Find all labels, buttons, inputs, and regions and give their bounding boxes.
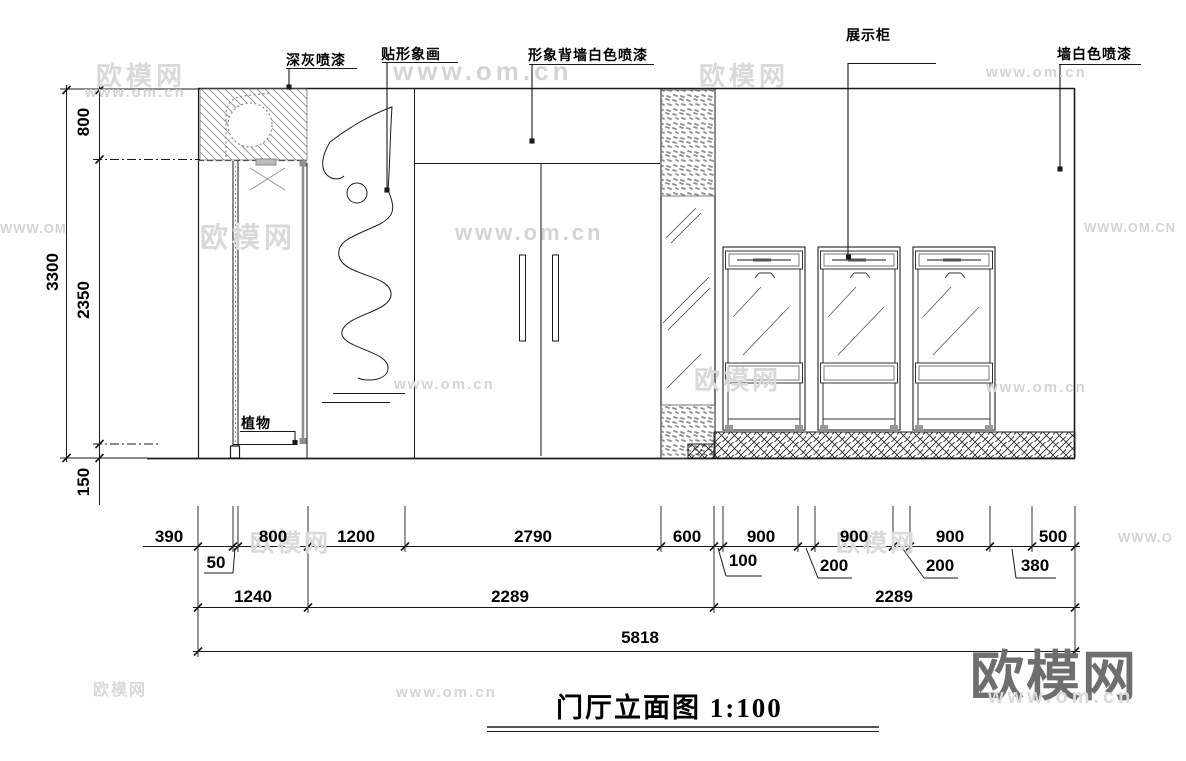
site-logo: 欧模网 [970, 647, 1138, 707]
watermark-brand: 欧模网 [96, 61, 187, 91]
dim-row1: 380 [1020, 556, 1050, 575]
watermark-url-caps: WWW.OM.CN [1084, 220, 1177, 235]
watermark-url: www.om.cn [85, 84, 186, 101]
dim-vertical: 800 [74, 107, 93, 137]
callout-image-painting: 贴形象画 [381, 46, 441, 62]
watermark-url: www.om.cn [393, 56, 573, 86]
callout-plant: 植物 [241, 415, 271, 431]
watermark-brand: 欧模网 [93, 682, 148, 699]
watermark-brand: 欧模网 [836, 530, 917, 557]
watermark-brand: 欧模网 [200, 222, 297, 253]
dim-row1: 200 [925, 556, 955, 575]
watermark-url-caps: WWW.OM [0, 221, 67, 236]
watermark-url: www.om.cn [455, 220, 604, 245]
image-painting-art [322, 106, 405, 403]
watermark-url: www.om.cn [986, 64, 1087, 81]
left-frame-strip [229, 161, 296, 459]
title-underline [487, 726, 879, 732]
downlight-symbol [249, 158, 286, 191]
dim-row1: 1200 [337, 527, 375, 546]
dim-row2: 2289 [875, 587, 913, 606]
watermark-brand: 欧模网 [694, 365, 782, 395]
bottom-dimension-chains [143, 506, 1080, 657]
dim-row1: 900 [935, 527, 965, 546]
dim-row1: 500 [1038, 527, 1068, 546]
bulkhead-hatch [198, 88, 308, 162]
watermark-url-caps: WWW.O [1118, 530, 1173, 545]
floor-plinth [687, 431, 1076, 459]
site-logo-url: www.om.cn [988, 686, 1135, 708]
dim-vertical-overall: 3300 [43, 253, 62, 291]
dim-row1: 100 [728, 551, 758, 570]
watermark-url: www.om.cn [986, 379, 1087, 396]
drawing-title: 门厅立面图 1:100 [556, 693, 783, 723]
dim-row1: 50 [206, 553, 226, 572]
callout-wall-white-paint: 墙白色喷漆 [1057, 46, 1132, 62]
dim-row1: 200 [819, 556, 849, 575]
display-cabinet [816, 245, 902, 432]
callout-display-cabinet: 展示柜 [846, 27, 891, 43]
left-dimension-chain [60, 85, 200, 505]
watermark-url: www.om.cn [394, 376, 495, 393]
watermark-brand: 欧模网 [699, 61, 790, 91]
textured-column [660, 88, 716, 459]
dim-row1: 900 [839, 527, 869, 546]
dim-row1: 900 [746, 527, 776, 546]
dim-overall-width: 5818 [621, 628, 659, 647]
dim-vertical: 150 [74, 467, 93, 497]
watermark-brand: 欧模网 [250, 530, 331, 557]
dim-row1: 2790 [514, 527, 552, 546]
dim-row1: 800 [258, 527, 288, 546]
dim-row1: 600 [672, 527, 702, 546]
callout-dark-gray-paint: 深灰喷漆 [286, 52, 346, 68]
watermark-url: www.om.cn [396, 684, 497, 701]
dim-row2: 2289 [491, 587, 529, 606]
entrance-door [415, 163, 660, 456]
callout-leaders [240, 61, 1141, 446]
dim-row1: 390 [154, 527, 184, 546]
dim-vertical: 2350 [74, 281, 93, 319]
callout-image-back-wall: 形象背墙白色喷漆 [528, 47, 648, 63]
display-cabinet [911, 245, 997, 432]
display-cabinets [721, 245, 997, 432]
gray-accent-edge [299, 160, 307, 444]
dim-row2: 1240 [234, 587, 272, 606]
display-cabinet [721, 245, 807, 432]
